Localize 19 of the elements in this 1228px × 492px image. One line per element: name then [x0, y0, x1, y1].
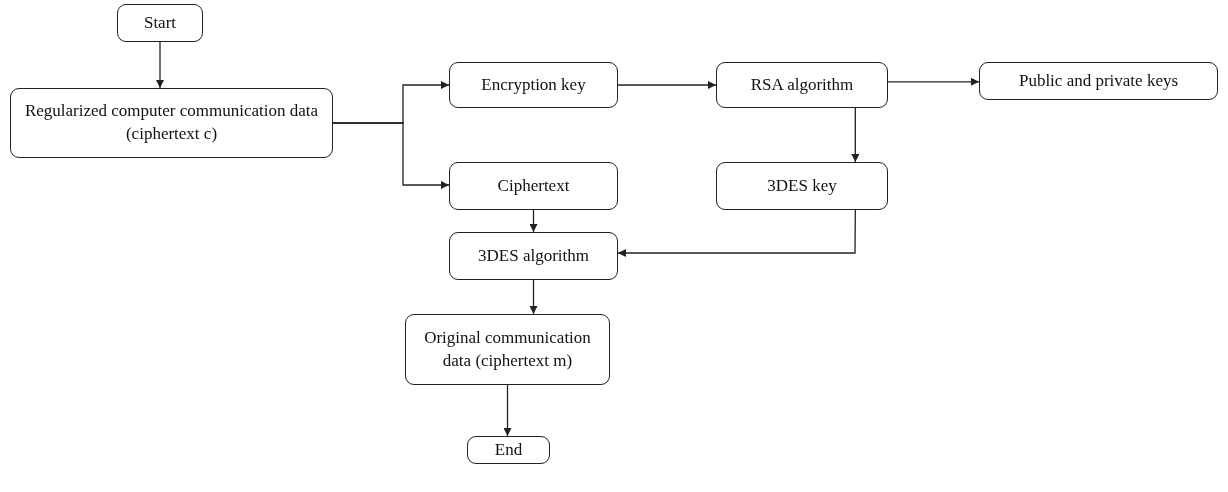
process-box: 3DES algorithm: [449, 232, 618, 280]
arrow: [529, 279, 538, 315]
arrow: [617, 209, 856, 257]
end-box: End: [467, 436, 550, 464]
arrow: [617, 81, 717, 89]
process-box: Regularized computer communication data (ciphertext c): [10, 88, 333, 158]
arrow: [332, 122, 450, 189]
arrow: [529, 209, 538, 233]
arrow: [156, 41, 164, 89]
process-box: RSA algorithm: [716, 62, 888, 108]
process-box: Original communication data (ciphertext m): [405, 314, 610, 385]
arrow: [887, 77, 980, 86]
arrow: [851, 107, 860, 163]
start-box: Start: [117, 4, 203, 42]
process-box: Encryption key: [449, 62, 618, 108]
arrow: [503, 384, 512, 437]
process-box: Ciphertext: [449, 162, 618, 210]
process-box: 3DES key: [716, 162, 888, 210]
process-box: Public and private keys: [979, 62, 1218, 100]
